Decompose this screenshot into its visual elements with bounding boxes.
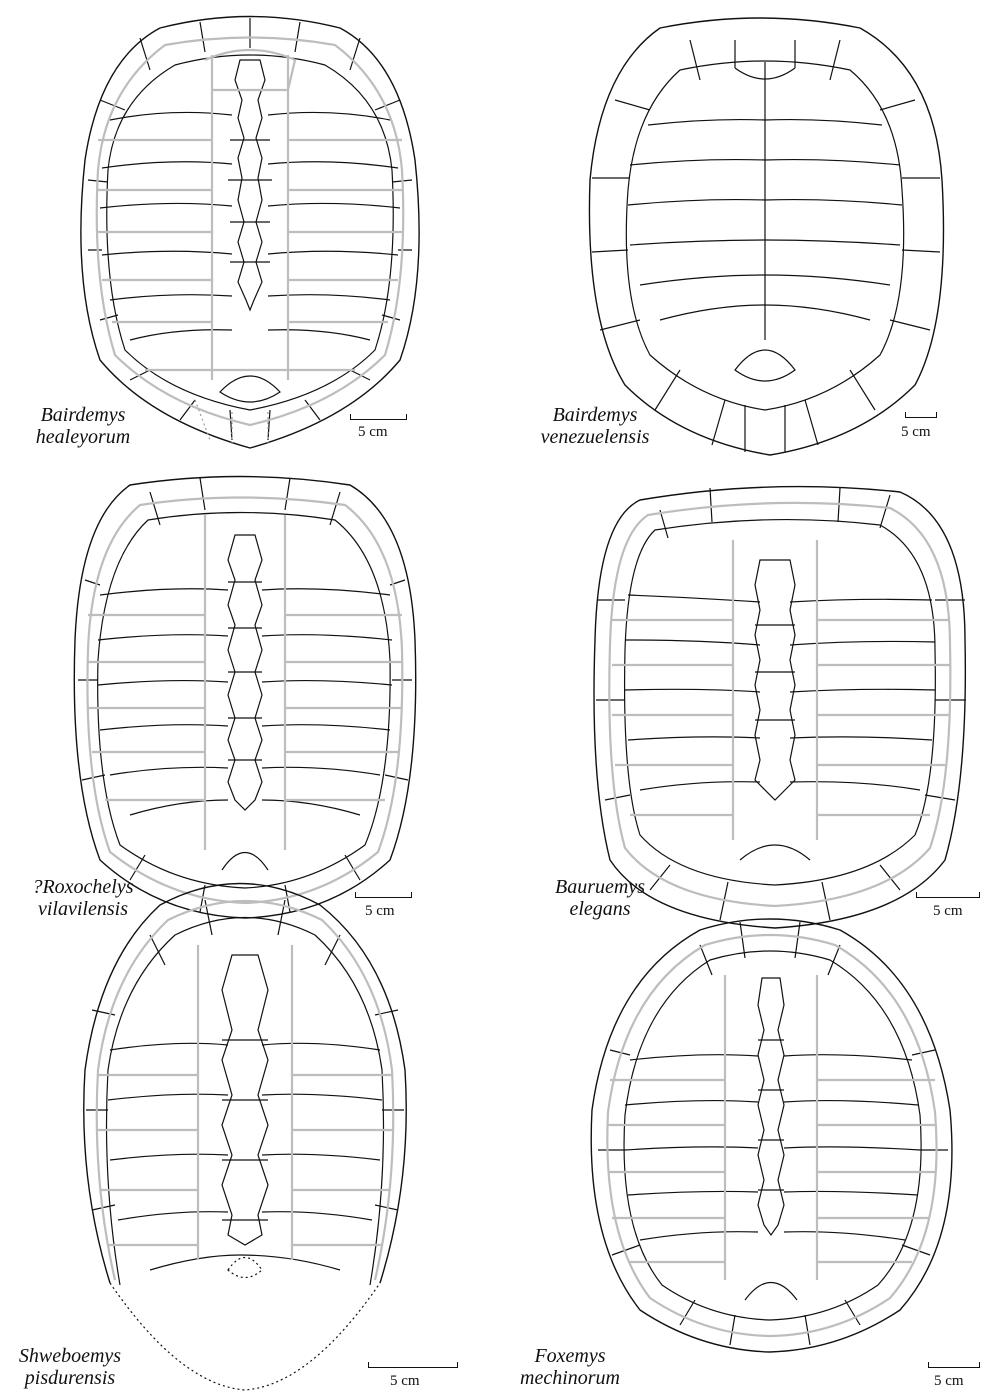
scale-bar xyxy=(916,892,980,898)
scale-label: 5 cm xyxy=(901,424,931,441)
species-name: healeyorum xyxy=(8,426,158,448)
scale-bar xyxy=(905,412,937,418)
carapace-roxochelys-vilavilensis xyxy=(74,477,415,919)
scale-label: 5 cm xyxy=(933,903,963,920)
scale-label: 5 cm xyxy=(390,1373,420,1390)
genus-name: Bauruemys xyxy=(535,876,665,898)
carapace-foxemys-mechinorum xyxy=(591,919,952,1352)
species-name: elegans xyxy=(535,898,665,920)
scale-bar xyxy=(355,892,412,898)
carapace-bairdemys-healeyorum xyxy=(81,17,419,449)
genus-name: Bairdemys xyxy=(8,404,158,426)
carapace-shweboemys-pisdurensis xyxy=(84,884,407,1391)
genus-name: Bairdemys xyxy=(515,404,675,426)
scale-label: 5 cm xyxy=(934,1373,964,1390)
genus-name: Foxemys xyxy=(500,1345,640,1367)
label-bairdemys-venezuelensis: Bairdemys venezuelensis xyxy=(515,404,675,448)
genus-name: ?Roxochelys xyxy=(8,876,158,898)
carapace-bauruemys-elegans xyxy=(594,487,966,928)
label-roxochelys-vilavilensis: ?Roxochelys vilavilensis xyxy=(8,876,158,920)
label-shweboemys-pisdurensis: Shweboemys pisdurensis xyxy=(0,1345,140,1389)
species-name: venezuelensis xyxy=(515,426,675,448)
species-name: mechinorum xyxy=(500,1367,640,1389)
label-foxemys-mechinorum: Foxemys mechinorum xyxy=(500,1345,640,1389)
scale-label: 5 cm xyxy=(365,903,395,920)
scale-bar xyxy=(928,1362,980,1368)
scale-bar xyxy=(368,1362,458,1368)
label-bairdemys-healeyorum: Bairdemys healeyorum xyxy=(8,404,158,448)
species-name: pisdurensis xyxy=(0,1367,140,1389)
genus-name: Shweboemys xyxy=(0,1345,140,1367)
label-bauruemys-elegans: Bauruemys elegans xyxy=(535,876,665,920)
carapace-bairdemys-venezuelensis xyxy=(589,18,943,455)
species-name: vilavilensis xyxy=(8,898,158,920)
scale-label: 5 cm xyxy=(358,424,388,441)
scale-bar xyxy=(350,414,407,420)
